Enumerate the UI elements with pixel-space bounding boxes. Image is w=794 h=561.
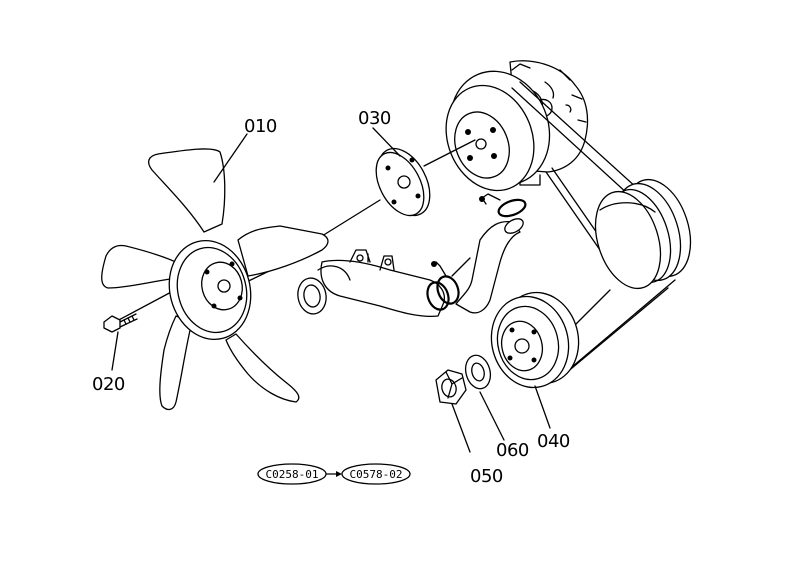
reference-arrow-head bbox=[336, 471, 342, 477]
v-belt bbox=[511, 81, 676, 379]
leader-lines bbox=[111, 127, 551, 453]
water-pipe bbox=[320, 249, 446, 318]
reference-code-group: C0258-01 C0578-02 bbox=[257, 463, 411, 485]
callout-030: 030 bbox=[358, 108, 391, 129]
reference-from-oval bbox=[257, 463, 327, 485]
callout-010: 010 bbox=[244, 116, 277, 137]
callout-060: 060 bbox=[496, 440, 529, 461]
pipe-outlet bbox=[297, 265, 351, 315]
hose-clamp-upper bbox=[479, 193, 527, 218]
crankshaft-pulley bbox=[490, 291, 580, 389]
washer bbox=[464, 354, 492, 390]
hose-clamp-lower bbox=[426, 257, 471, 311]
reference-to-code: C0578-02 bbox=[350, 468, 403, 481]
cooling-fan bbox=[101, 148, 329, 411]
fan-bolt bbox=[103, 313, 138, 333]
callout-050: 050 bbox=[470, 466, 503, 487]
alternator-pulley bbox=[594, 178, 692, 290]
coolant-hose-upper bbox=[455, 218, 524, 314]
fan-spacer bbox=[375, 147, 431, 217]
nut bbox=[435, 369, 467, 405]
reference-to-oval bbox=[341, 463, 411, 485]
callout-020: 020 bbox=[92, 374, 125, 395]
callout-040: 040 bbox=[537, 431, 570, 452]
reference-from-code: C0258-01 bbox=[266, 468, 319, 481]
